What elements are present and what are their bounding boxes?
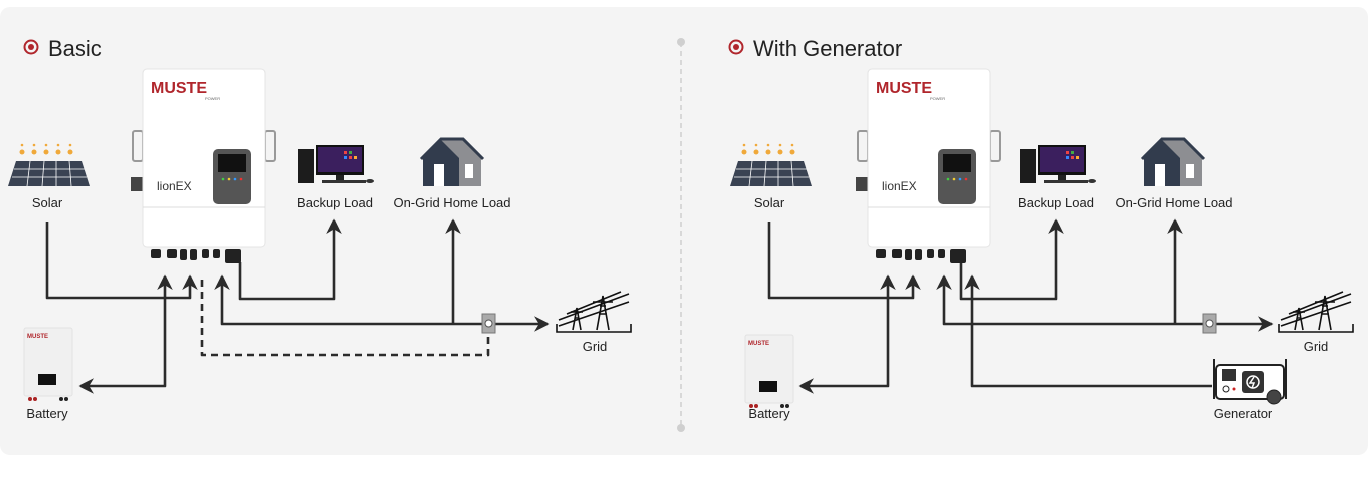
meter-icon bbox=[481, 313, 496, 334]
battery-icon: MUSTE bbox=[744, 334, 794, 409]
radio-selected-icon bbox=[23, 39, 39, 55]
panel-title: Basic bbox=[48, 36, 102, 61]
backup-load-label: Backup Load bbox=[297, 195, 373, 210]
generator-label: Generator bbox=[1214, 406, 1273, 421]
diagram-background bbox=[0, 7, 1368, 455]
generator-icon bbox=[1213, 358, 1287, 405]
solar-label: Solar bbox=[32, 195, 63, 210]
svg-text:POWER: POWER bbox=[205, 96, 220, 101]
battery-icon: MUSTE bbox=[23, 327, 73, 402]
panel-divider bbox=[677, 38, 685, 432]
home-load-label: On-Grid Home Load bbox=[393, 195, 510, 210]
svg-text:lionEX: lionEX bbox=[157, 179, 192, 193]
svg-text:lionEX: lionEX bbox=[882, 179, 917, 193]
svg-text:MUSTE: MUSTE bbox=[27, 334, 48, 340]
grid-label: Grid bbox=[1304, 339, 1329, 354]
grid-label: Grid bbox=[583, 339, 608, 354]
svg-text:MUSTE: MUSTE bbox=[151, 80, 207, 97]
panel-basic: Basic Solar MUSTE POWER lionEX Backup Lo… bbox=[7, 36, 632, 421]
radio-selected-icon bbox=[728, 39, 744, 55]
solar-label: Solar bbox=[754, 195, 785, 210]
battery-label: Battery bbox=[748, 406, 790, 421]
svg-text:POWER: POWER bbox=[930, 96, 945, 101]
home-load-label: On-Grid Home Load bbox=[1115, 195, 1232, 210]
svg-text:MUSTE: MUSTE bbox=[876, 80, 932, 97]
panel-with-generator: With Generator Solar MUSTE POWER lionEX … bbox=[728, 36, 1354, 421]
panel-title: With Generator bbox=[753, 36, 902, 61]
inverter-icon: MUSTE POWER lionEX bbox=[855, 68, 1001, 264]
wires bbox=[767, 218, 1274, 394]
meter-icon bbox=[1202, 313, 1217, 334]
wires bbox=[45, 218, 550, 394]
battery-label: Battery bbox=[26, 406, 68, 421]
svg-text:MUSTE: MUSTE bbox=[748, 341, 769, 347]
inverter-icon: MUSTE POWER lionEX bbox=[130, 68, 276, 264]
backup-load-label: Backup Load bbox=[1018, 195, 1094, 210]
